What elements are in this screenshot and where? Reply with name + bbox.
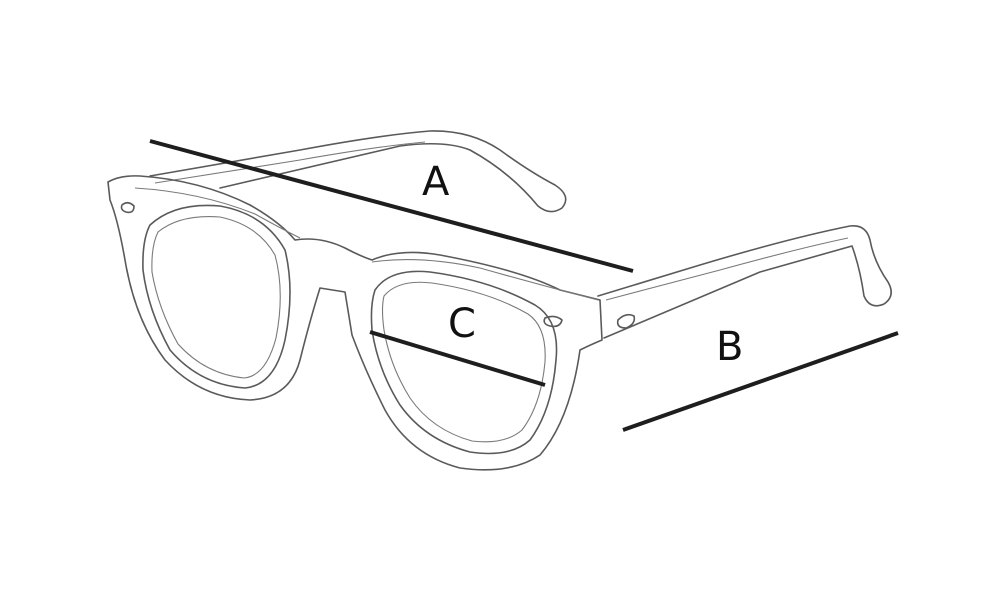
measure-line-a: [149, 139, 634, 273]
label-a: A: [422, 159, 450, 205]
front-frame: [107, 175, 603, 471]
near-temple: [597, 224, 892, 339]
label-c: C: [448, 301, 476, 347]
far-temple: [149, 130, 567, 213]
measure-line-b: [622, 331, 899, 432]
measure-line-c: [369, 330, 546, 387]
label-b: B: [716, 324, 744, 370]
